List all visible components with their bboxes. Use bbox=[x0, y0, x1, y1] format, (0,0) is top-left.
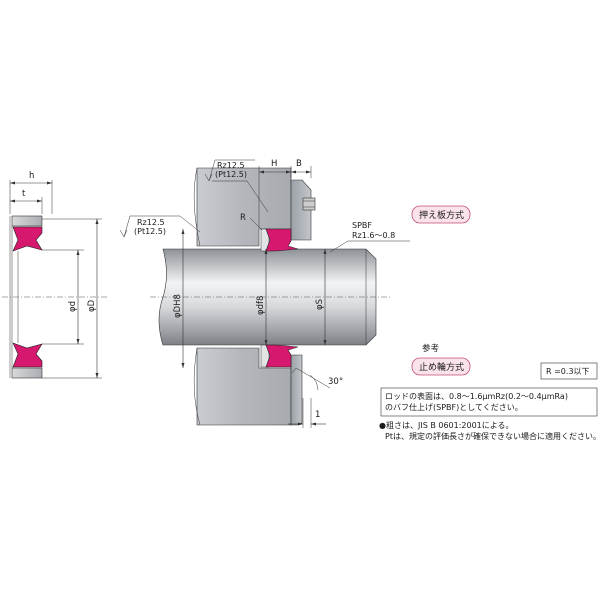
dim-H-label: H bbox=[271, 159, 277, 169]
installed-seal-bottom bbox=[260, 344, 299, 368]
dim-D-label: φD bbox=[87, 299, 97, 312]
dim-S-label: φS bbox=[315, 299, 325, 310]
seal-top-section bbox=[9, 215, 43, 378]
roughness-symbol-top: Rz12.5 (Pt12.5) bbox=[204, 159, 269, 213]
retaining-plate-bottom bbox=[290, 354, 303, 426]
radius-label: R bbox=[240, 213, 246, 223]
r-note-box: R =0.3以下 bbox=[540, 362, 598, 380]
dim-h-label: h bbox=[29, 171, 34, 181]
dim-df8-label: φdf8 bbox=[256, 296, 266, 315]
dim-1-label: 1 bbox=[315, 410, 320, 420]
dim-t-label: t bbox=[22, 189, 26, 199]
notes-line-2: のバフ仕上げ(SPBF)としてください。 bbox=[385, 402, 523, 412]
assembly-view: φDH8 φdf8 φS H B Rz12.5 (Pt12.5) R bbox=[119, 159, 410, 428]
plate-type-badge: 押え板方式 bbox=[411, 205, 471, 224]
roughness-symbol-left: Rz12.5 (Pt12.5) bbox=[119, 215, 201, 238]
bolt-icon bbox=[302, 197, 316, 211]
notes-line-1: ロッドの表面は、0.8～1.6μmRz(0.2～0.4μmRa) bbox=[385, 391, 568, 401]
notes-box: ロッドの表面は、0.8～1.6μmRz(0.2～0.4μmRa) のバフ仕上げ(… bbox=[380, 387, 598, 417]
footnote-line-1: ●粗さは、JIS B 0601:2001による。 bbox=[379, 420, 514, 430]
seal-bottom-section bbox=[11, 342, 43, 379]
dim-d-label: φd bbox=[68, 301, 78, 312]
roughness-left-1: Rz12.5 bbox=[137, 218, 165, 227]
ring-type-badge: 止め輪方式 bbox=[411, 357, 471, 376]
dim-DH8-label: φDH8 bbox=[173, 294, 183, 318]
installed-seal-top bbox=[260, 228, 299, 252]
roughness-left-2: (Pt12.5) bbox=[134, 227, 166, 236]
plate-type-label: 押え板方式 bbox=[419, 209, 464, 221]
dim-B-label: B bbox=[296, 159, 302, 169]
spbf-label: SPBF bbox=[352, 221, 372, 230]
ring-type-label: 止め輪方式 bbox=[419, 361, 464, 373]
r-note-text: R =0.3以下 bbox=[546, 367, 590, 376]
rod bbox=[158, 248, 377, 346]
chamfer-angle-label: 30° bbox=[328, 377, 343, 387]
reference-label: 参考 bbox=[422, 343, 439, 354]
roughness-top-2: (Pt12.5) bbox=[215, 170, 247, 179]
roughness-top-1: Rz12.5 bbox=[217, 161, 245, 170]
seal-section-view: h t φd φD bbox=[2, 171, 108, 379]
footnote-line-2: Ptは、規定の評価長さが確保できない場合に適用ください。 bbox=[385, 431, 600, 441]
spbf-roughness-label: Rz1.6～0.8 bbox=[352, 231, 395, 240]
